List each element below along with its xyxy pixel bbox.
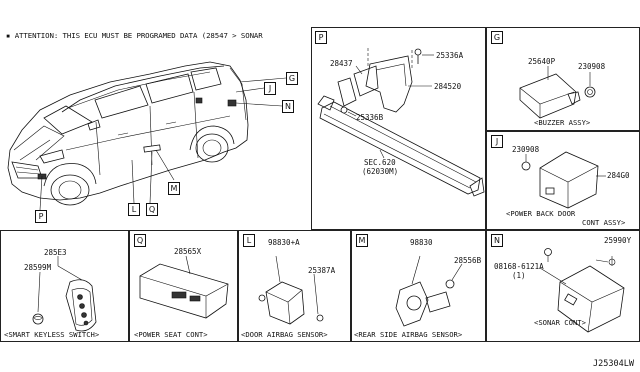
vehicle-callout-j: J (264, 82, 276, 95)
vehicle-callout-l: L (128, 203, 140, 216)
part-number-25336b: 25336B (356, 113, 384, 122)
part-number-98830-a: 98830+A (268, 238, 300, 247)
panel-j (486, 131, 640, 230)
panel-m-tag: M (356, 234, 368, 247)
part-number-28556b: 28556B (454, 256, 482, 265)
part-number-284520: 284520 (434, 82, 462, 91)
panel-l-tag: L (243, 234, 255, 247)
vehicle-callout-m: M (168, 182, 180, 195)
part-number-230908-g: 230908 (578, 62, 606, 71)
panel-n-tag: N (491, 234, 503, 247)
vehicle-callout-q: Q (146, 203, 158, 216)
panel-g (486, 27, 640, 131)
panel-q-tag: Q (134, 234, 146, 247)
buzzer-drawing (519, 66, 596, 119)
door-airbag-sensor-drawing (258, 255, 324, 325)
sonar-control-drawing (539, 248, 625, 333)
part-number-28437: 28437 (330, 59, 353, 68)
vehicle-callout-g: G (286, 72, 298, 85)
caption-power-back-door-2: CONT ASSY> (582, 218, 626, 227)
part-number-98830: 98830 (410, 238, 433, 247)
part-number-08168-6121a: 08168-6121A (494, 262, 544, 271)
smart-key-drawing (32, 256, 97, 332)
section-reference-sub: (62030M) (362, 167, 399, 176)
diagram-id: J25304LW (593, 359, 634, 369)
caption-power-seat-cont: <POWER SEAT CONT> (134, 330, 208, 339)
part-number-25336a: 25336A (436, 51, 464, 60)
panel-q (129, 230, 238, 342)
panel-smart-key (0, 230, 129, 342)
part-number-285e3: 285E3 (44, 248, 67, 257)
vehicle-panel (0, 27, 311, 230)
caption-rear-side-airbag-sensor: <REAR SIDE AIRBAG SENSOR> (354, 330, 463, 339)
part-number-25640p: 25640P (528, 57, 556, 66)
back-door-control-drawing (521, 151, 606, 209)
caption-buzzer-assy: <BUZZER ASSY> (534, 118, 591, 127)
panel-j-tag: J (491, 135, 503, 148)
part-number-230908-j: 230908 (512, 145, 540, 154)
section-reference: SEC.620 (364, 158, 396, 167)
power-seat-control-drawing (139, 255, 229, 319)
part-number-28565x: 28565X (174, 247, 202, 256)
panel-n (486, 230, 640, 342)
part-number-25990y: 25990Y (604, 236, 632, 245)
vehicle-callout-n: N (282, 100, 294, 113)
caption-door-airbag-sensor: <DOOR AIRBAG SENSOR> (241, 330, 328, 339)
vehicle-drawing (7, 61, 287, 211)
caption-sonar-cont: <SONAR CONT> (534, 318, 586, 327)
vehicle-callout-p: P (35, 210, 47, 223)
attention-note: ▪ ATTENTION: THIS ECU MUST BE PROGRAMED … (6, 31, 263, 40)
part-number-25387a: 25387A (308, 266, 336, 275)
panel-g-tag: G (491, 31, 503, 44)
panel-l (238, 230, 351, 342)
bumper-reinforcement-drawing (317, 48, 485, 197)
panel-p-tag: P (315, 31, 327, 44)
panel-m (351, 230, 486, 342)
part-number-28599m: 28599M (24, 263, 52, 272)
part-quantity: (1) (512, 271, 526, 280)
part-number-284g0: 284G0 (607, 171, 630, 180)
caption-smart-keyless-switch: <SMART KEYLESS SWITCH> (4, 330, 100, 339)
rear-airbag-sensor-drawing (395, 255, 463, 327)
caption-power-back-door-1: <POWER BACK DOOR (506, 209, 576, 218)
